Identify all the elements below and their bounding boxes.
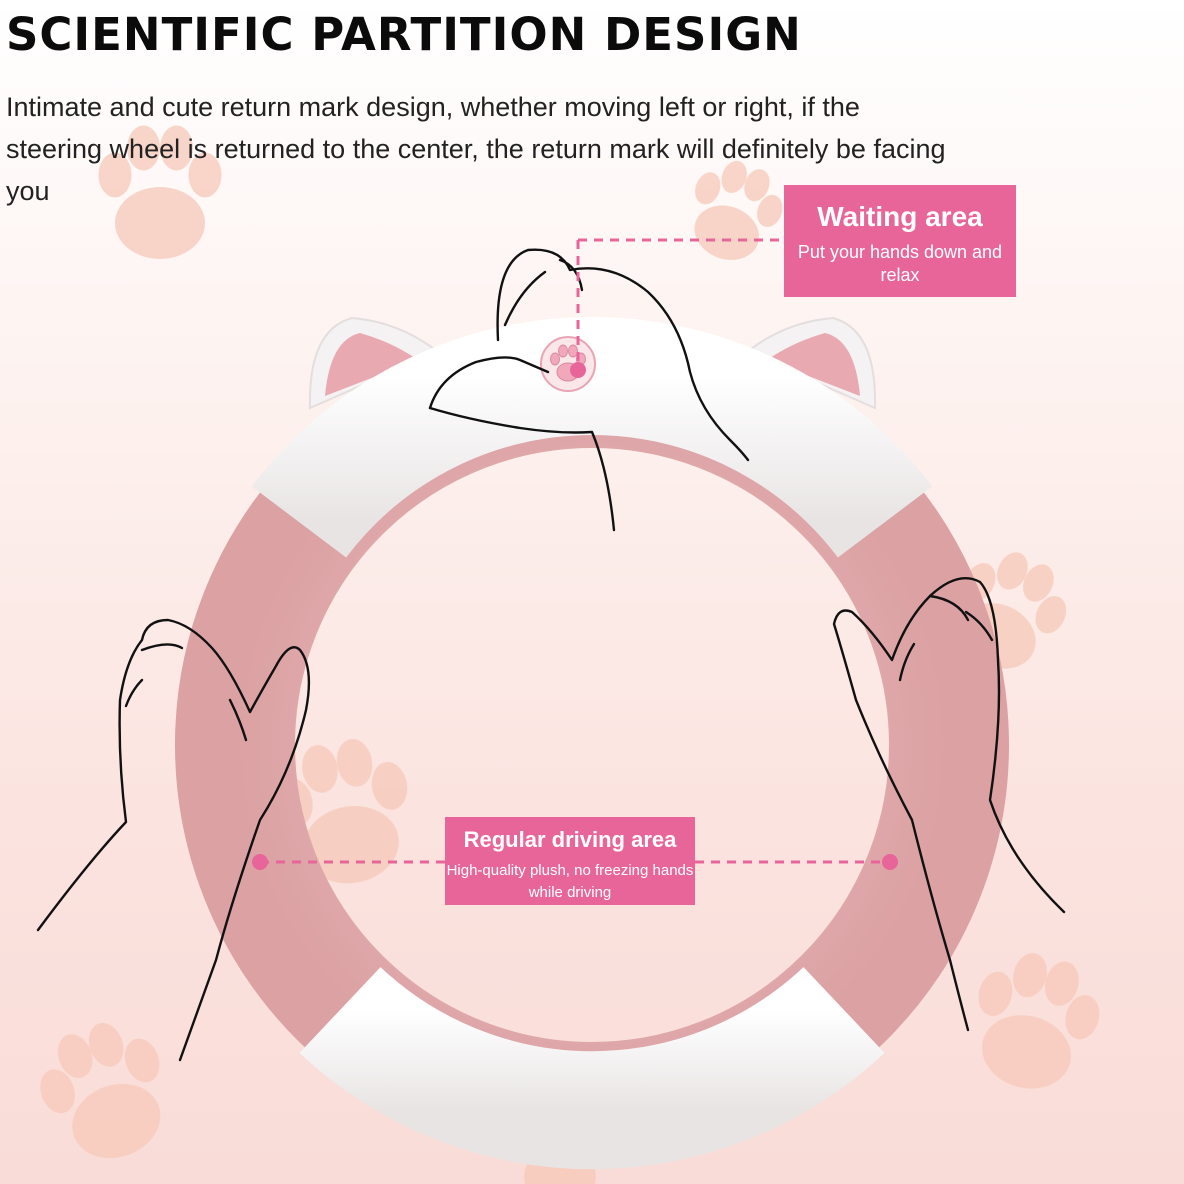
regular-driving-area-title: Regular driving area xyxy=(463,827,677,852)
headline: SCIENTIFIC PARTITION DESIGN xyxy=(6,8,802,61)
callout-connectors xyxy=(252,238,898,870)
waiting-area-subtitle: Put your hands down and relax xyxy=(797,242,1003,285)
cat-ears xyxy=(308,316,877,410)
top-white-cover xyxy=(251,317,933,559)
waiting-area-callout: Waiting area Put your hands down and rel… xyxy=(784,185,1016,297)
regular-driving-area-subtitle: High-quality plush, no freezing hands wh… xyxy=(446,862,694,901)
description-text: Intimate and cute return mark design, wh… xyxy=(6,92,946,206)
waiting-area-title: Waiting area xyxy=(817,201,983,232)
bottom-white-cover xyxy=(299,966,885,1170)
return-mark-paw-icon xyxy=(540,336,596,392)
regular-driving-area-callout: Regular driving area High-quality plush,… xyxy=(445,817,695,905)
hand-sketches xyxy=(36,248,1066,1062)
